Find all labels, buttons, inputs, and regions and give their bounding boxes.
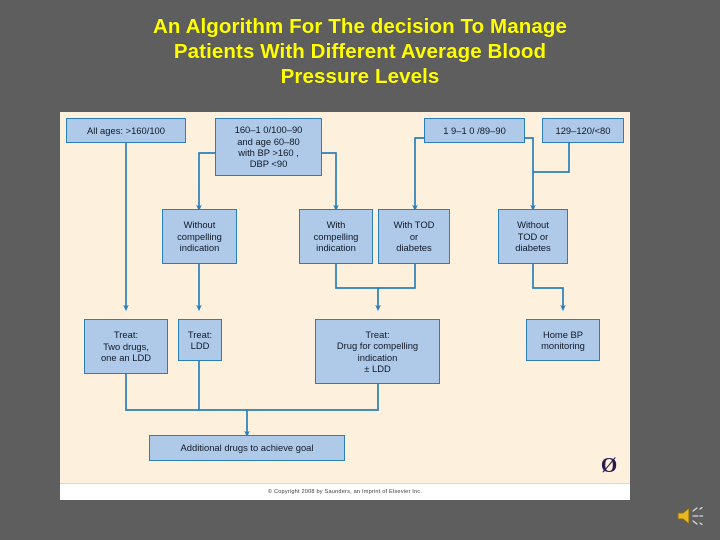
algorithm-figure-panel: All ages: >160/100 160–1 0/100–90 and ag…: [60, 112, 630, 500]
node-all-ages[interactable]: All ages: >160/100: [66, 118, 186, 143]
slide-title: An Algorithm For The decision To Manage …: [153, 15, 567, 88]
node-without-tod-or-diabetes[interactable]: Without TOD or diabetes: [498, 209, 568, 264]
copyright-notice: © Copyright 2008 by Saunders, an Imprint…: [60, 483, 630, 500]
node-159-140-89-90[interactable]: 1 9–1 0 /89–90: [424, 118, 525, 143]
node-additional-drugs-to-achieve-goal[interactable]: Additional drugs to achieve goal: [149, 435, 345, 461]
flowchart-connectors: [123, 137, 570, 438]
node-home-bp-monitoring[interactable]: Home BP monitoring: [526, 319, 600, 361]
speaker-icon[interactable]: [674, 502, 708, 530]
node-with-compelling-indication[interactable]: With compelling indication: [299, 209, 373, 264]
publisher-mark-icon: Ø: [600, 453, 618, 477]
node-160-100-age60-80[interactable]: 160–1 0/100–90 and age 60–80 with BP >16…: [215, 118, 322, 176]
node-without-compelling-indication[interactable]: Without compelling indication: [162, 209, 237, 264]
node-treat-drug-for-compelling-indication[interactable]: Treat: Drug for compelling indication ± …: [315, 319, 440, 384]
node-treat-two-drugs[interactable]: Treat: Two drugs, one an LDD: [84, 319, 168, 374]
node-129-120-80[interactable]: 129–120/<80: [542, 118, 624, 143]
node-treat-ldd[interactable]: Treat: LDD: [178, 319, 222, 361]
node-with-tod-or-diabetes[interactable]: With TOD or diabetes: [378, 209, 450, 264]
